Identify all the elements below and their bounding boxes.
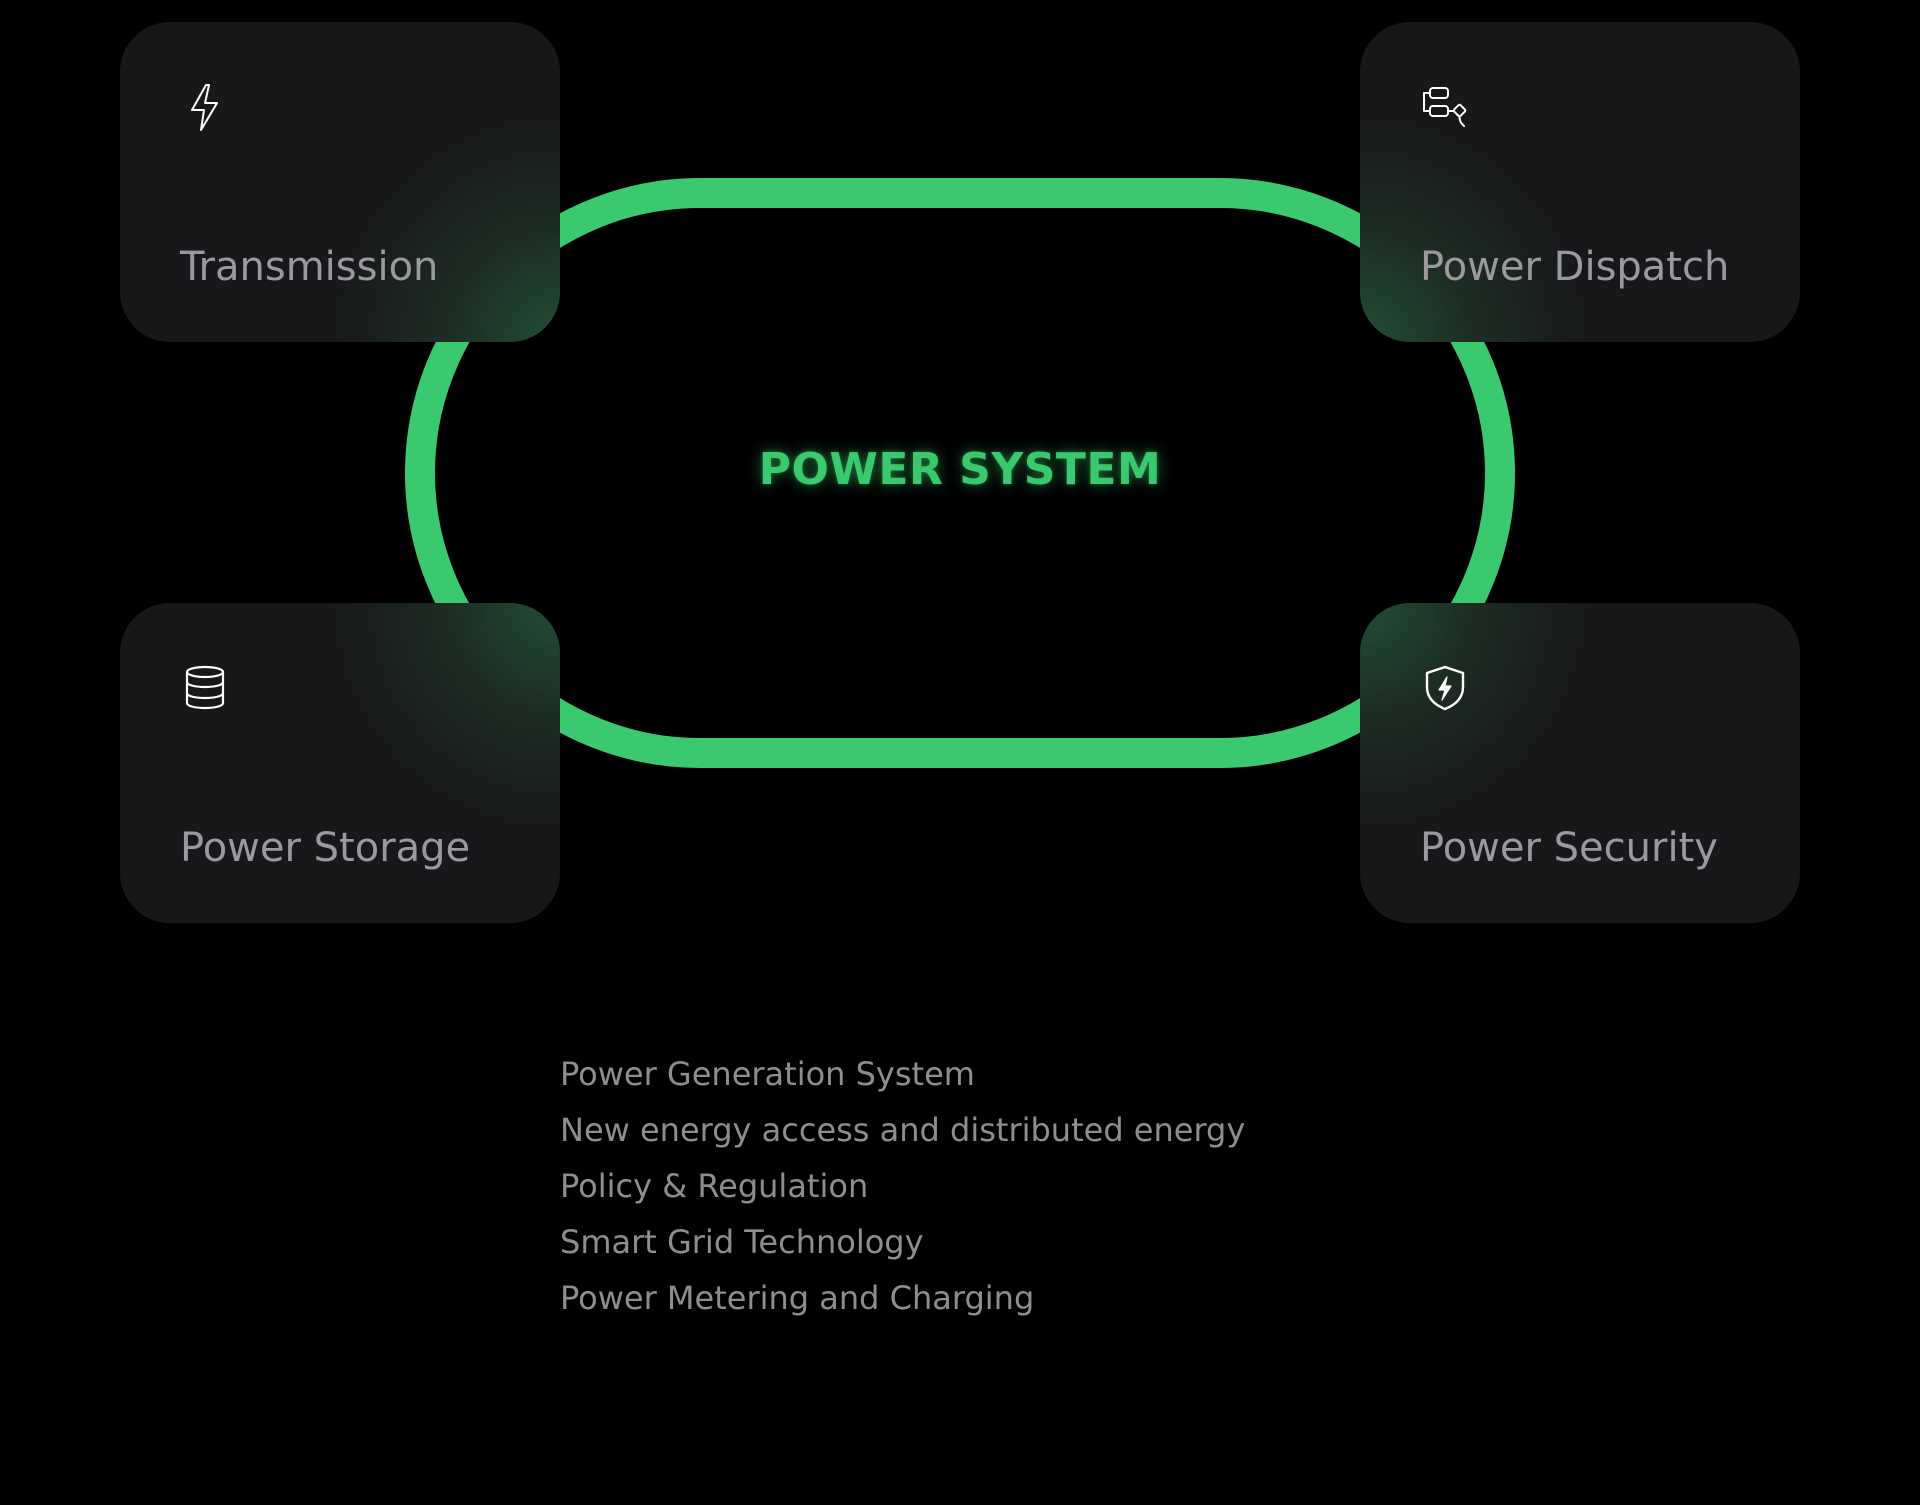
topics-list: Power Generation System New energy acces… [560, 1046, 1245, 1326]
topic-item[interactable]: Power Metering and Charging [560, 1279, 1035, 1317]
topic-item[interactable]: Power Generation System [560, 1055, 975, 1093]
topic-item[interactable]: New energy access and distributed energy [560, 1111, 1246, 1149]
lightning-bolt-icon [180, 82, 230, 132]
card-label-power-dispatch: Power Dispatch [1420, 244, 1730, 290]
topic-item[interactable]: Policy & Regulation [560, 1167, 869, 1205]
database-storage-icon [180, 663, 230, 713]
card-transmission[interactable]: Transmission [120, 22, 560, 342]
card-power-dispatch[interactable]: Power Dispatch [1360, 22, 1800, 342]
shield-bolt-icon [1420, 663, 1470, 713]
dispatch-flow-icon [1420, 82, 1470, 132]
card-label-power-security: Power Security [1420, 825, 1718, 871]
center-title: POWER SYSTEM [758, 444, 1162, 495]
card-power-security[interactable]: Power Security [1360, 603, 1800, 923]
topic-item[interactable]: Smart Grid Technology [560, 1223, 924, 1261]
card-label-power-storage: Power Storage [180, 825, 471, 871]
card-power-storage[interactable]: Power Storage [120, 603, 560, 923]
card-label-transmission: Transmission [180, 244, 439, 290]
